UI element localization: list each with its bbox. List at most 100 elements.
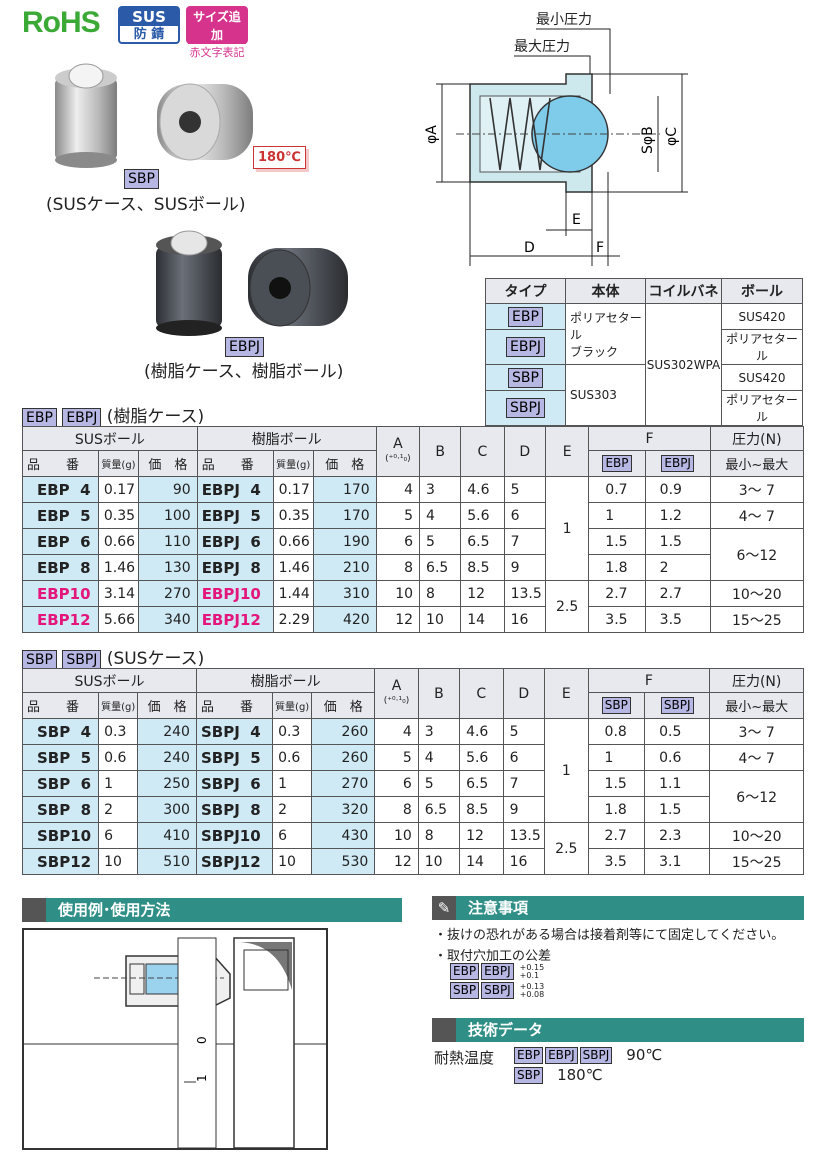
tol-lower: +0.1 xyxy=(519,970,540,980)
dim-C: 4.6 xyxy=(460,476,505,503)
sus-part-no: EBP 8 xyxy=(22,554,99,581)
phiC-label: φC xyxy=(664,127,680,146)
dim-A: 10 xyxy=(374,822,419,849)
usage-section-bar: 使用例･使用方法 xyxy=(22,898,402,922)
minmax-header: 最小~最大 xyxy=(709,450,805,477)
sus-badge: SUS 防 錆 xyxy=(118,6,180,44)
notes-bar-block: ✎ xyxy=(432,896,456,920)
sus-part-no: SBP12 xyxy=(21,848,100,875)
F-header: F xyxy=(587,668,711,693)
f-type-badge: EBPJ xyxy=(661,455,694,472)
B-header: B xyxy=(419,426,462,477)
dim-C: 12 xyxy=(460,580,505,607)
dim-C: 6.5 xyxy=(460,528,505,555)
dim-A: 4 xyxy=(374,718,419,745)
svg-text:0: 0 xyxy=(195,1036,209,1044)
type-cell: SBPJ xyxy=(485,390,566,426)
tol-badge: EBP xyxy=(450,963,480,980)
dim-D: 7 xyxy=(503,528,546,555)
svg-text:1: 1 xyxy=(195,1074,209,1082)
dim-C: 5.6 xyxy=(459,744,504,771)
tol-badge: SBP xyxy=(450,982,480,999)
tol-upper: +0.13 xyxy=(519,981,545,991)
sus-price: 300 xyxy=(137,796,197,823)
dim-D: 5 xyxy=(503,476,546,503)
dim-B: 3 xyxy=(419,476,462,503)
sus-mass: 0.3 xyxy=(98,718,139,745)
A-header: A(⁺⁰·¹₀) xyxy=(375,426,421,477)
dim-D: 6 xyxy=(503,502,546,529)
dim-C: 4.6 xyxy=(459,718,504,745)
dim-B: 8 xyxy=(419,580,462,607)
type-badge: EBPJ xyxy=(505,337,546,357)
sus-part-no: SBP 6 xyxy=(21,770,100,797)
A-tolerance: (⁺⁰·¹₀) xyxy=(383,695,410,706)
ebpj-caption: (樹脂ケース、樹脂ボール) xyxy=(144,362,344,382)
resin-price: 310 xyxy=(312,580,377,607)
ebpj-badge: EBPJ xyxy=(225,337,265,357)
D-header: D xyxy=(503,426,546,477)
dim-A: 8 xyxy=(374,796,419,823)
part-no-header: 品 番 xyxy=(195,692,274,719)
sus-mass: 1 xyxy=(98,770,139,797)
dim-D: 16 xyxy=(502,848,546,875)
F-badge-2: EBPJ xyxy=(644,450,711,477)
sbp-caption: (SUSケース、SUSボール) xyxy=(46,195,246,215)
A-header: A(⁺⁰·¹₀) xyxy=(374,668,419,719)
dim-D: 9 xyxy=(502,796,546,823)
body-material-sus: SUS303 xyxy=(565,364,646,426)
resin-part-no: SBPJ 5 xyxy=(195,744,274,771)
dim-E: 1 xyxy=(544,718,589,823)
spring-material: SUS302WPA xyxy=(645,303,722,426)
sus-section-title: SBP SBPJ (SUSケース) xyxy=(22,644,204,670)
pressure-range: 6～12 xyxy=(709,528,805,581)
dim-F1: 2.7 xyxy=(587,822,646,849)
dim-A: 12 xyxy=(375,606,421,633)
D-header: D xyxy=(502,668,546,719)
ball-material: ポリアセタール xyxy=(721,329,803,365)
dim-C: 12 xyxy=(459,822,504,849)
tech-bar-block xyxy=(432,1018,456,1042)
sus-part-no: EBP 5 xyxy=(22,502,99,529)
tech-badge: EBPJ xyxy=(545,1046,578,1064)
sbp-product-photo xyxy=(55,63,253,168)
dim-B: 6.5 xyxy=(419,554,462,581)
notes-line-1: ・抜けの恐れがある場合は接着剤等にて固定してください。 xyxy=(434,928,785,943)
dim-F1: 1 xyxy=(587,744,646,771)
resin-part-no: SBPJ12 xyxy=(195,848,274,875)
resin-price: 260 xyxy=(311,744,376,771)
type-table: タイプ 本体 コイルバネ ボール EBP ポリアセタール ブラック SUS302… xyxy=(485,278,803,426)
dim-E: 1 xyxy=(544,476,590,581)
resin-part-no: SBPJ 4 xyxy=(195,718,274,745)
resin-mass: 1.44 xyxy=(272,580,314,607)
dim-D: 5 xyxy=(502,718,546,745)
resin-part-no: EBPJ 6 xyxy=(196,528,274,555)
heat-label: 耐熱温度 xyxy=(434,1049,495,1067)
dim-A: 8 xyxy=(375,554,421,581)
dim-B: 8 xyxy=(417,822,461,849)
type-cell: SBP xyxy=(485,364,566,391)
tolerance-row-2: SBP SBPJ +0.13 +0.08 xyxy=(450,982,544,999)
tolerance-row-1: EBP EBPJ +0.15 +0.1 xyxy=(450,963,544,980)
sus-part-no: SBP10 xyxy=(21,822,100,849)
sus-mass: 2 xyxy=(98,796,139,823)
price-header: 価 格 xyxy=(311,692,376,719)
resin-price: 210 xyxy=(312,554,377,581)
dim-F2: 0.9 xyxy=(644,476,711,503)
ball-material: SUS420 xyxy=(721,303,803,330)
sus-part-no: EBP12 xyxy=(22,606,99,633)
dim-F2: 1.5 xyxy=(644,528,711,555)
tol-value: +0.15 +0.1 xyxy=(519,963,545,980)
f-type-badge: EBP xyxy=(602,455,632,472)
mass-header: 質量(g) xyxy=(272,450,314,477)
pressure-range: 6～12 xyxy=(709,770,804,823)
sus-mass: 6 xyxy=(98,822,139,849)
dim-A: 6 xyxy=(375,528,421,555)
usage-drawing: 0 1 xyxy=(24,937,326,1149)
F-header: F xyxy=(588,426,711,451)
heat-row-2: SBP 180℃ xyxy=(514,1066,603,1084)
